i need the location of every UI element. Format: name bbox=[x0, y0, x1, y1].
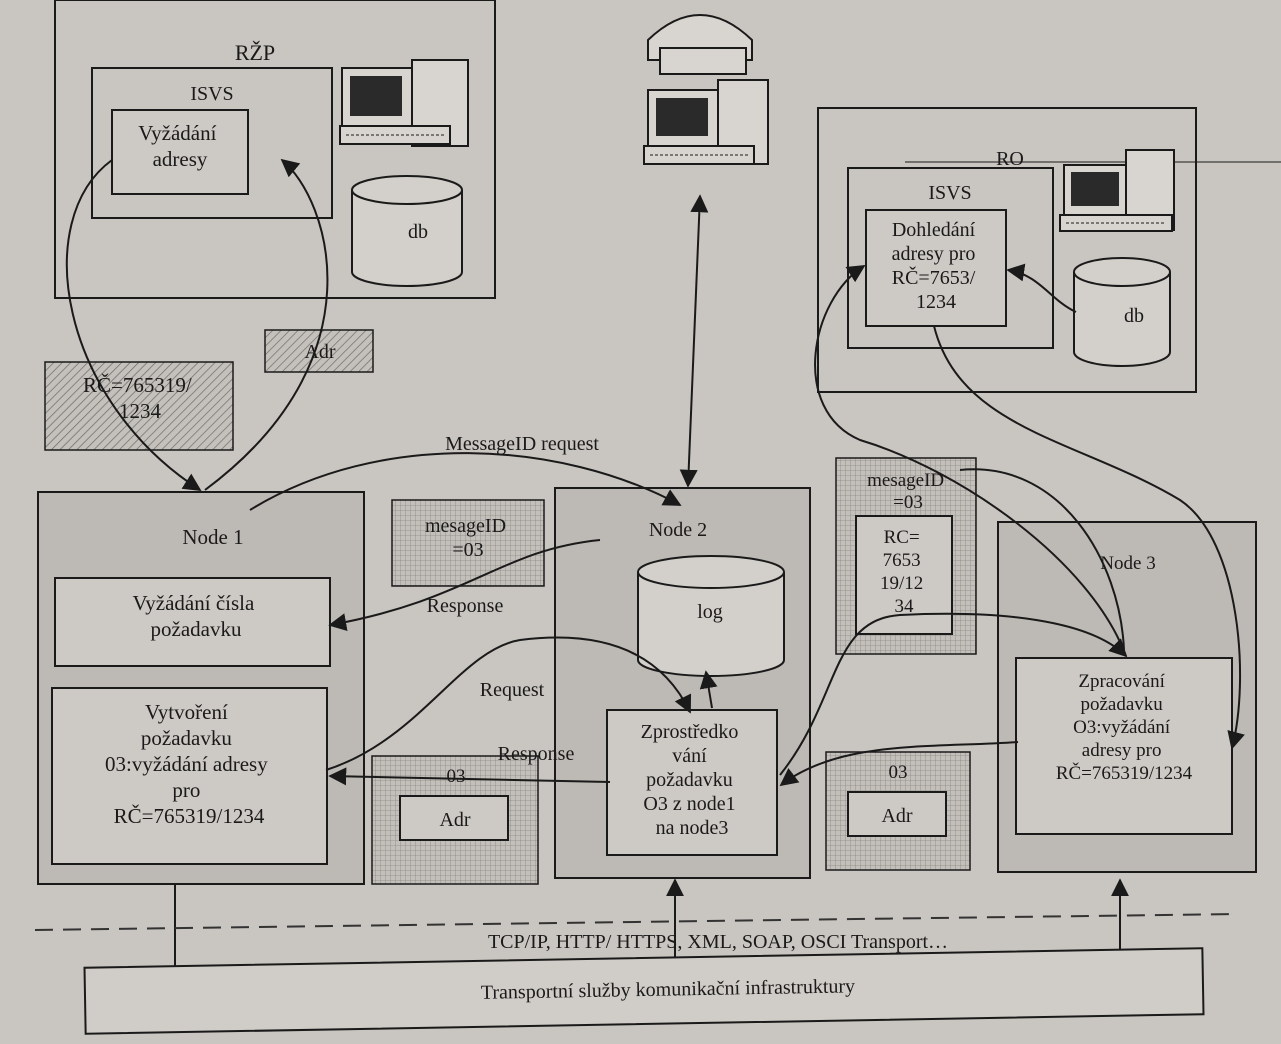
rzp-title: RŽP bbox=[235, 40, 275, 65]
node-1-box-create-request bbox=[51, 687, 328, 865]
protocol-separator bbox=[34, 913, 1236, 931]
ro-isvs-box bbox=[847, 167, 1054, 349]
node-2-title: Node 2 bbox=[649, 519, 707, 541]
arrow-node3-from-top bbox=[959, 468, 1125, 651]
envelope-left: 03 Adr bbox=[371, 755, 539, 885]
arrow-node3-to-ro bbox=[814, 265, 1127, 657]
arrow-request bbox=[325, 636, 692, 771]
rzp-request-box bbox=[111, 109, 249, 195]
envelope-right: 03 Adr bbox=[825, 751, 971, 871]
arrow-ro-db-to-lookup bbox=[1006, 263, 1077, 313]
arrow-message-id-request bbox=[249, 452, 682, 511]
computer-icon-center bbox=[643, 14, 769, 165]
rzp-isvs-label: ISVS bbox=[190, 83, 233, 105]
node-1: Node 1 Vyžádání čísla požadavku Vytvořen… bbox=[37, 491, 365, 885]
arrow-node1-to-rzp bbox=[204, 158, 329, 491]
arrow-rzp-to-node1 bbox=[65, 159, 202, 491]
svg-text:03: 03 bbox=[447, 766, 466, 787]
computer-icon-rzp bbox=[339, 59, 469, 147]
node-1-box-create-request-label: Vytvoření požadavku 03:vyžádání adresy p… bbox=[105, 700, 273, 828]
protocols-label: TCP/IP, HTTP/ HTTPS, XML, SOAP, OSCI Tra… bbox=[488, 931, 948, 953]
node-3: Node 3 Zpracování požadavku O3:vyžádání … bbox=[997, 521, 1257, 873]
rzp-db-icon bbox=[351, 175, 463, 287]
log-db-label: log bbox=[697, 601, 723, 623]
ro-db-icon bbox=[1073, 257, 1171, 367]
arrow-node3-to-mediation bbox=[779, 741, 1019, 787]
label-message-id-request: MessageID request bbox=[445, 433, 599, 455]
rzp-rc-label: RČ=765319/ 1234 bbox=[83, 373, 197, 423]
node-3-box-processing-label: Zpracování požadavku O3:vyžádání adresy … bbox=[1056, 671, 1193, 784]
node-2-box-mediation-label: Zprostředko vání požadavku O3 z node1 na… bbox=[641, 721, 744, 839]
ro-db-label: db bbox=[1124, 305, 1144, 327]
node-3-box-processing bbox=[1015, 657, 1233, 835]
rzp-request-label: Vyžádání adresy bbox=[138, 121, 221, 171]
flow-arrows bbox=[65, 158, 1245, 980]
ro-isvs-label: ISVS bbox=[928, 182, 971, 204]
label-response-bottom: Response bbox=[498, 743, 575, 765]
ro-lookup-box bbox=[865, 209, 1007, 327]
arrow-log-to-mediation bbox=[699, 670, 718, 709]
rzp-system: RŽP ISVS Vyžádání adresy db Adr RČ=76531… bbox=[44, 0, 496, 451]
computer-icon-ro bbox=[1059, 149, 1175, 232]
node-3-title: Node 3 bbox=[1100, 553, 1155, 574]
label-request: Request bbox=[480, 679, 545, 701]
rzp-adr-label: Adr bbox=[304, 341, 335, 363]
rzp-rc-note bbox=[44, 361, 234, 451]
ro-system: RO ISVS Dohledání adresy pro RČ=7653/ 12… bbox=[817, 107, 1281, 393]
arrow-ro-to-node3 bbox=[933, 325, 1245, 750]
arrow-log-server bbox=[679, 194, 709, 488]
ro-title: RO bbox=[996, 148, 1024, 170]
ro-lookup-label: Dohledání adresy pro RČ=7653/ 1234 bbox=[892, 219, 981, 313]
svg-text:mesageID =03: mesageID =03 bbox=[425, 515, 511, 561]
arrow-mediation-to-node3 bbox=[779, 612, 1128, 776]
node-1-title: Node 1 bbox=[182, 525, 243, 549]
svg-text:RC= 7653 19/12: RC= 7653 19/12 34 bbox=[880, 527, 928, 617]
svg-text:Adr: Adr bbox=[439, 809, 470, 831]
arrow-response-bottom bbox=[328, 767, 611, 786]
node-1-box-request-number bbox=[54, 577, 331, 667]
rzp-isvs-box bbox=[91, 67, 333, 219]
transport-bar bbox=[83, 947, 1205, 1035]
svg-text:Adr: Adr bbox=[881, 805, 912, 827]
message-id-note: mesageID =03 bbox=[391, 499, 545, 587]
svg-text:03: 03 bbox=[889, 762, 908, 783]
message-id-note-right: mesageID =03 RC= 7653 19/12 34 bbox=[835, 457, 977, 655]
label-response-top: Response bbox=[427, 595, 504, 617]
node-1-box-request-number-label: Vyžádání čísla požadavku bbox=[132, 591, 259, 641]
svg-text:mesageID =03: mesageID =03 bbox=[867, 470, 949, 513]
node-2: Node 2 log Zprostředko vání požadavku O3… bbox=[554, 487, 811, 879]
node-2-box-mediation bbox=[606, 709, 778, 856]
arrow-response-top bbox=[328, 539, 601, 632]
rzp-db-label: db bbox=[408, 221, 428, 243]
